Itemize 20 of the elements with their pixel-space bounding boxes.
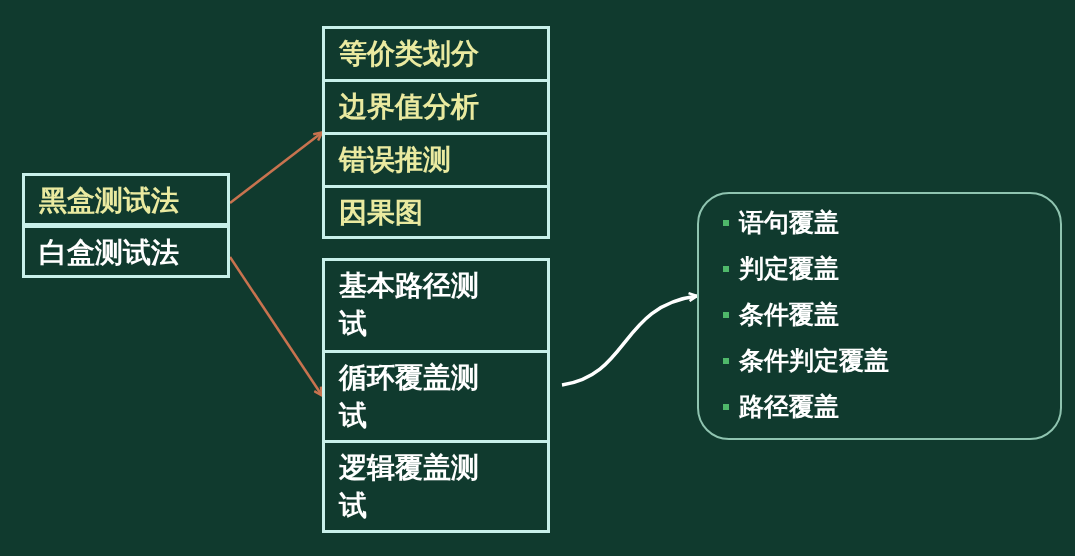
bullet-item: 判定覆盖 <box>739 253 839 285</box>
method-cell: 因果图 <box>325 188 547 239</box>
method-cell: 循环覆盖测试 <box>325 353 547 443</box>
rounded-box <box>697 192 1062 440</box>
bullet-item: 条件覆盖 <box>739 299 839 331</box>
bullet-item: 语句覆盖 <box>739 207 839 239</box>
list-frame <box>322 26 550 239</box>
method-cell: 黑盒测试法 <box>22 173 230 226</box>
arrow <box>561 292 699 387</box>
bullet-item: 条件判定覆盖 <box>739 345 889 377</box>
arrow <box>229 131 324 204</box>
arrow <box>228 256 324 397</box>
method-cell: 逻辑覆盖测试 <box>325 443 547 533</box>
method-cell: 边界值分析 <box>325 82 547 135</box>
method-cell: 白盒测试法 <box>22 225 230 278</box>
list-frame <box>322 258 550 533</box>
method-cell: 等价类划分 <box>325 29 547 82</box>
method-cell: 错误推测 <box>325 135 547 188</box>
bullet-item: 路径覆盖 <box>739 391 839 423</box>
method-cell: 基本路径测试 <box>325 261 547 353</box>
